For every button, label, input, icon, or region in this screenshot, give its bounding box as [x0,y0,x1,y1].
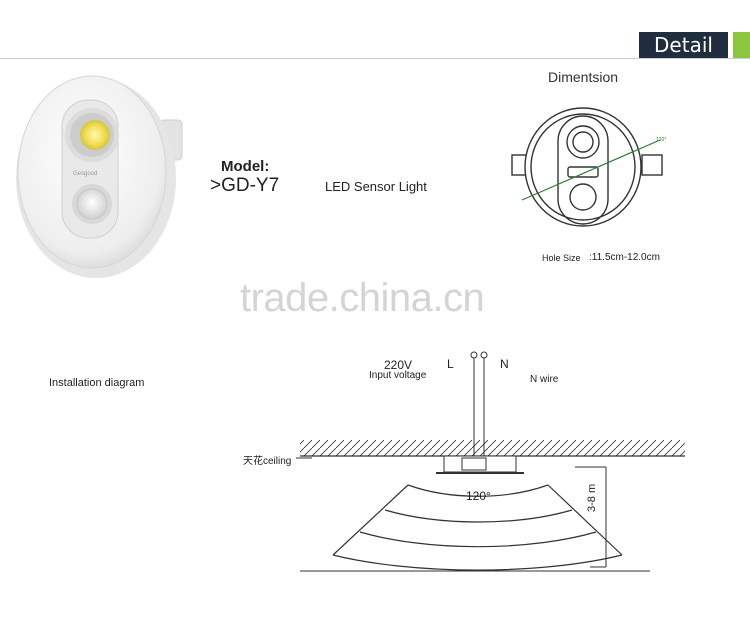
detection-range-label: 3-8 m [586,483,598,512]
dimension-drawing [511,107,663,227]
dimension-title: Dimentsion [548,69,619,85]
neutral-wire-caption: N wire [530,374,559,385]
watermark: trade.china.cn [240,276,485,320]
ceiling-label: 天花ceiling [243,456,292,467]
neutral-wire-label: N [500,357,509,371]
brand-logo: Gesgood [73,171,97,177]
product-photo: Gesgood [16,75,183,278]
detection-angle-label: 120° [466,489,491,503]
installation-title: Installation diagram [49,377,145,389]
accent-tab [733,32,750,58]
hole-size-label: Hole Size [542,253,581,263]
voltage-label: 220V [384,358,413,372]
detail-badge: Detail [639,32,728,58]
voltage-caption: Input voltage [369,370,427,381]
header-divider [0,58,750,59]
product-name: LED Sensor Light [325,179,427,194]
live-wire-label: L [447,357,454,371]
model-label: Model: [221,158,270,175]
installation-drawing [296,351,685,572]
hole-size-value: :11.5cm-12.0cm [589,252,660,263]
dimension-callout: 120° [656,137,666,143]
model-code: >GD-Y7 [210,175,280,196]
